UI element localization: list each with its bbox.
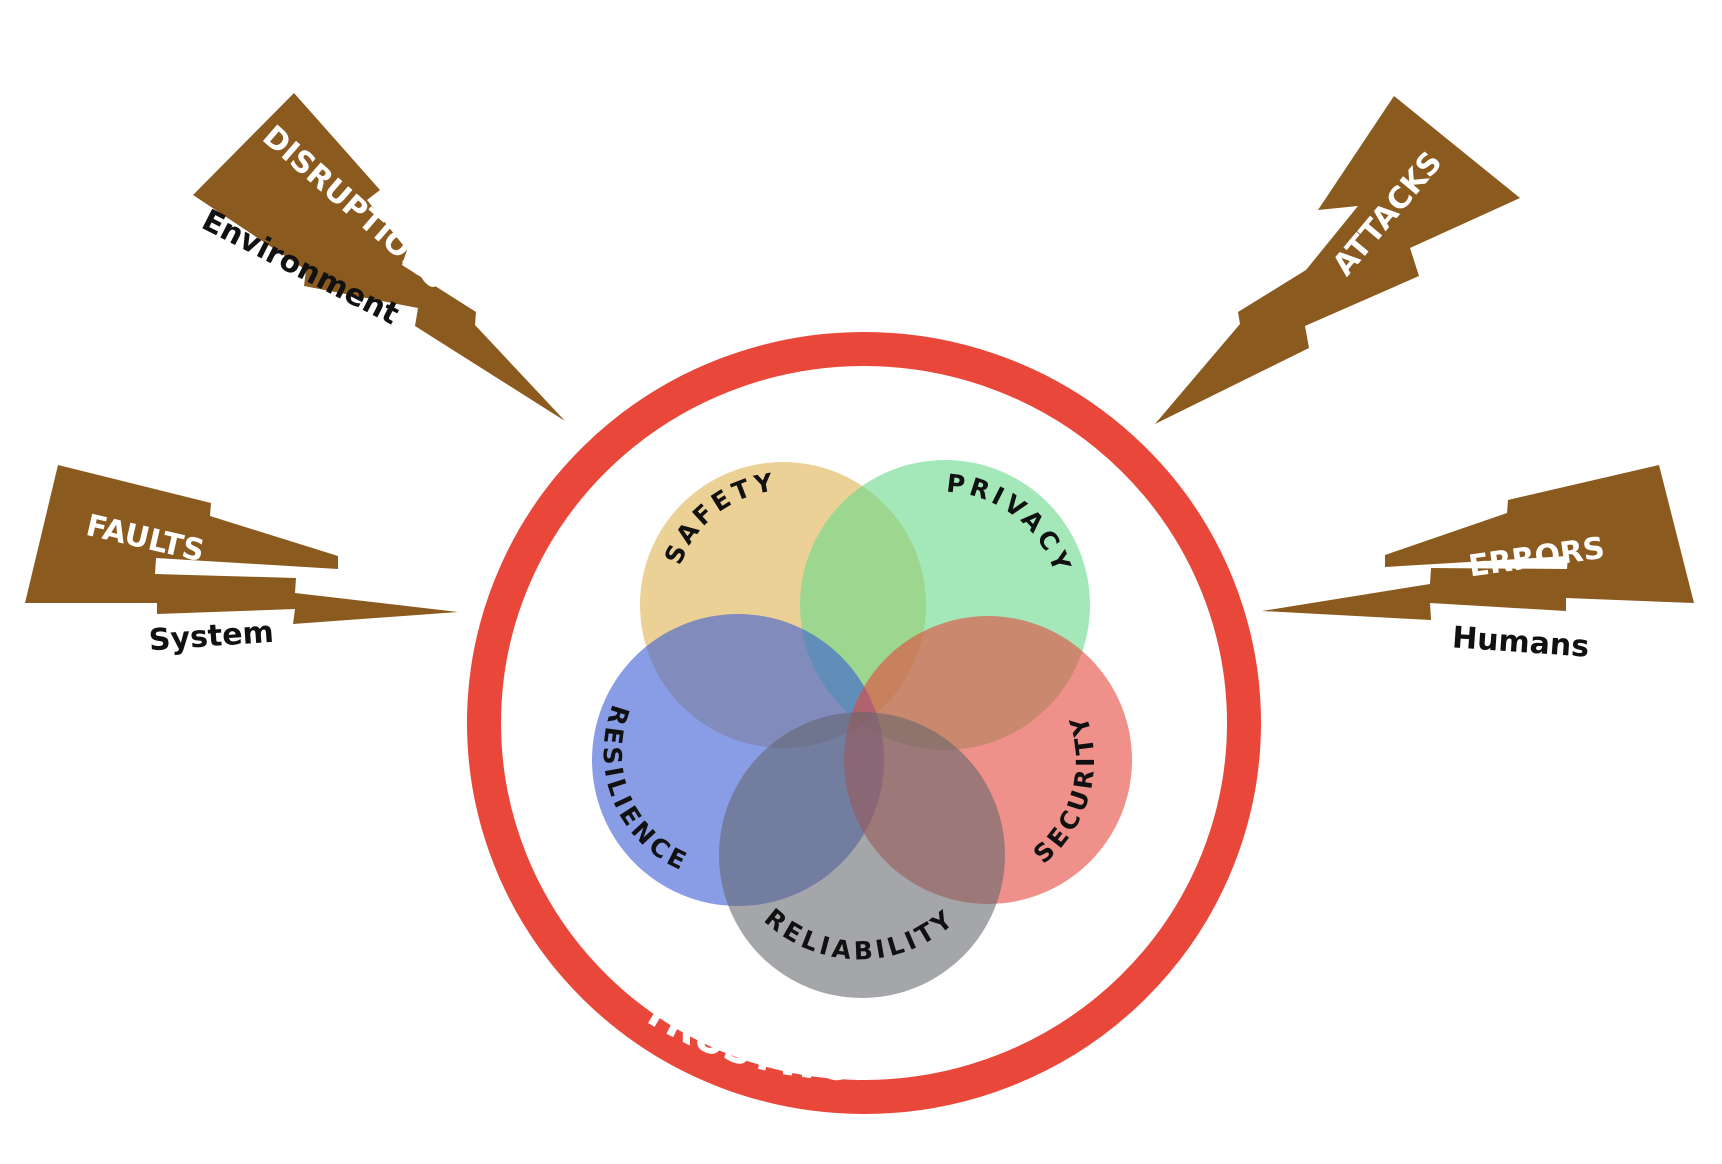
threat-faults: FAULTS System [25, 465, 458, 658]
threat-disruptions: DISRUPTIONS Environment [193, 93, 565, 421]
venn-diagram: SAFETY PRIVACY SECURITY RESILIENCE RELIA… [592, 460, 1132, 998]
attacks-bolt-icon [1155, 96, 1520, 424]
faults-bolt-icon [25, 465, 458, 624]
humans-label: Humans [1451, 620, 1590, 664]
reliability-circle [719, 712, 1005, 998]
ring-shape [467, 332, 1261, 1114]
threat-errors: ERRORS Humans [1262, 465, 1694, 665]
threat-attacks: ATTACKS [1155, 96, 1520, 424]
errors-bolt-icon [1262, 465, 1694, 620]
disruptions-bolt-icon [193, 93, 565, 421]
system-label: System [148, 615, 275, 659]
